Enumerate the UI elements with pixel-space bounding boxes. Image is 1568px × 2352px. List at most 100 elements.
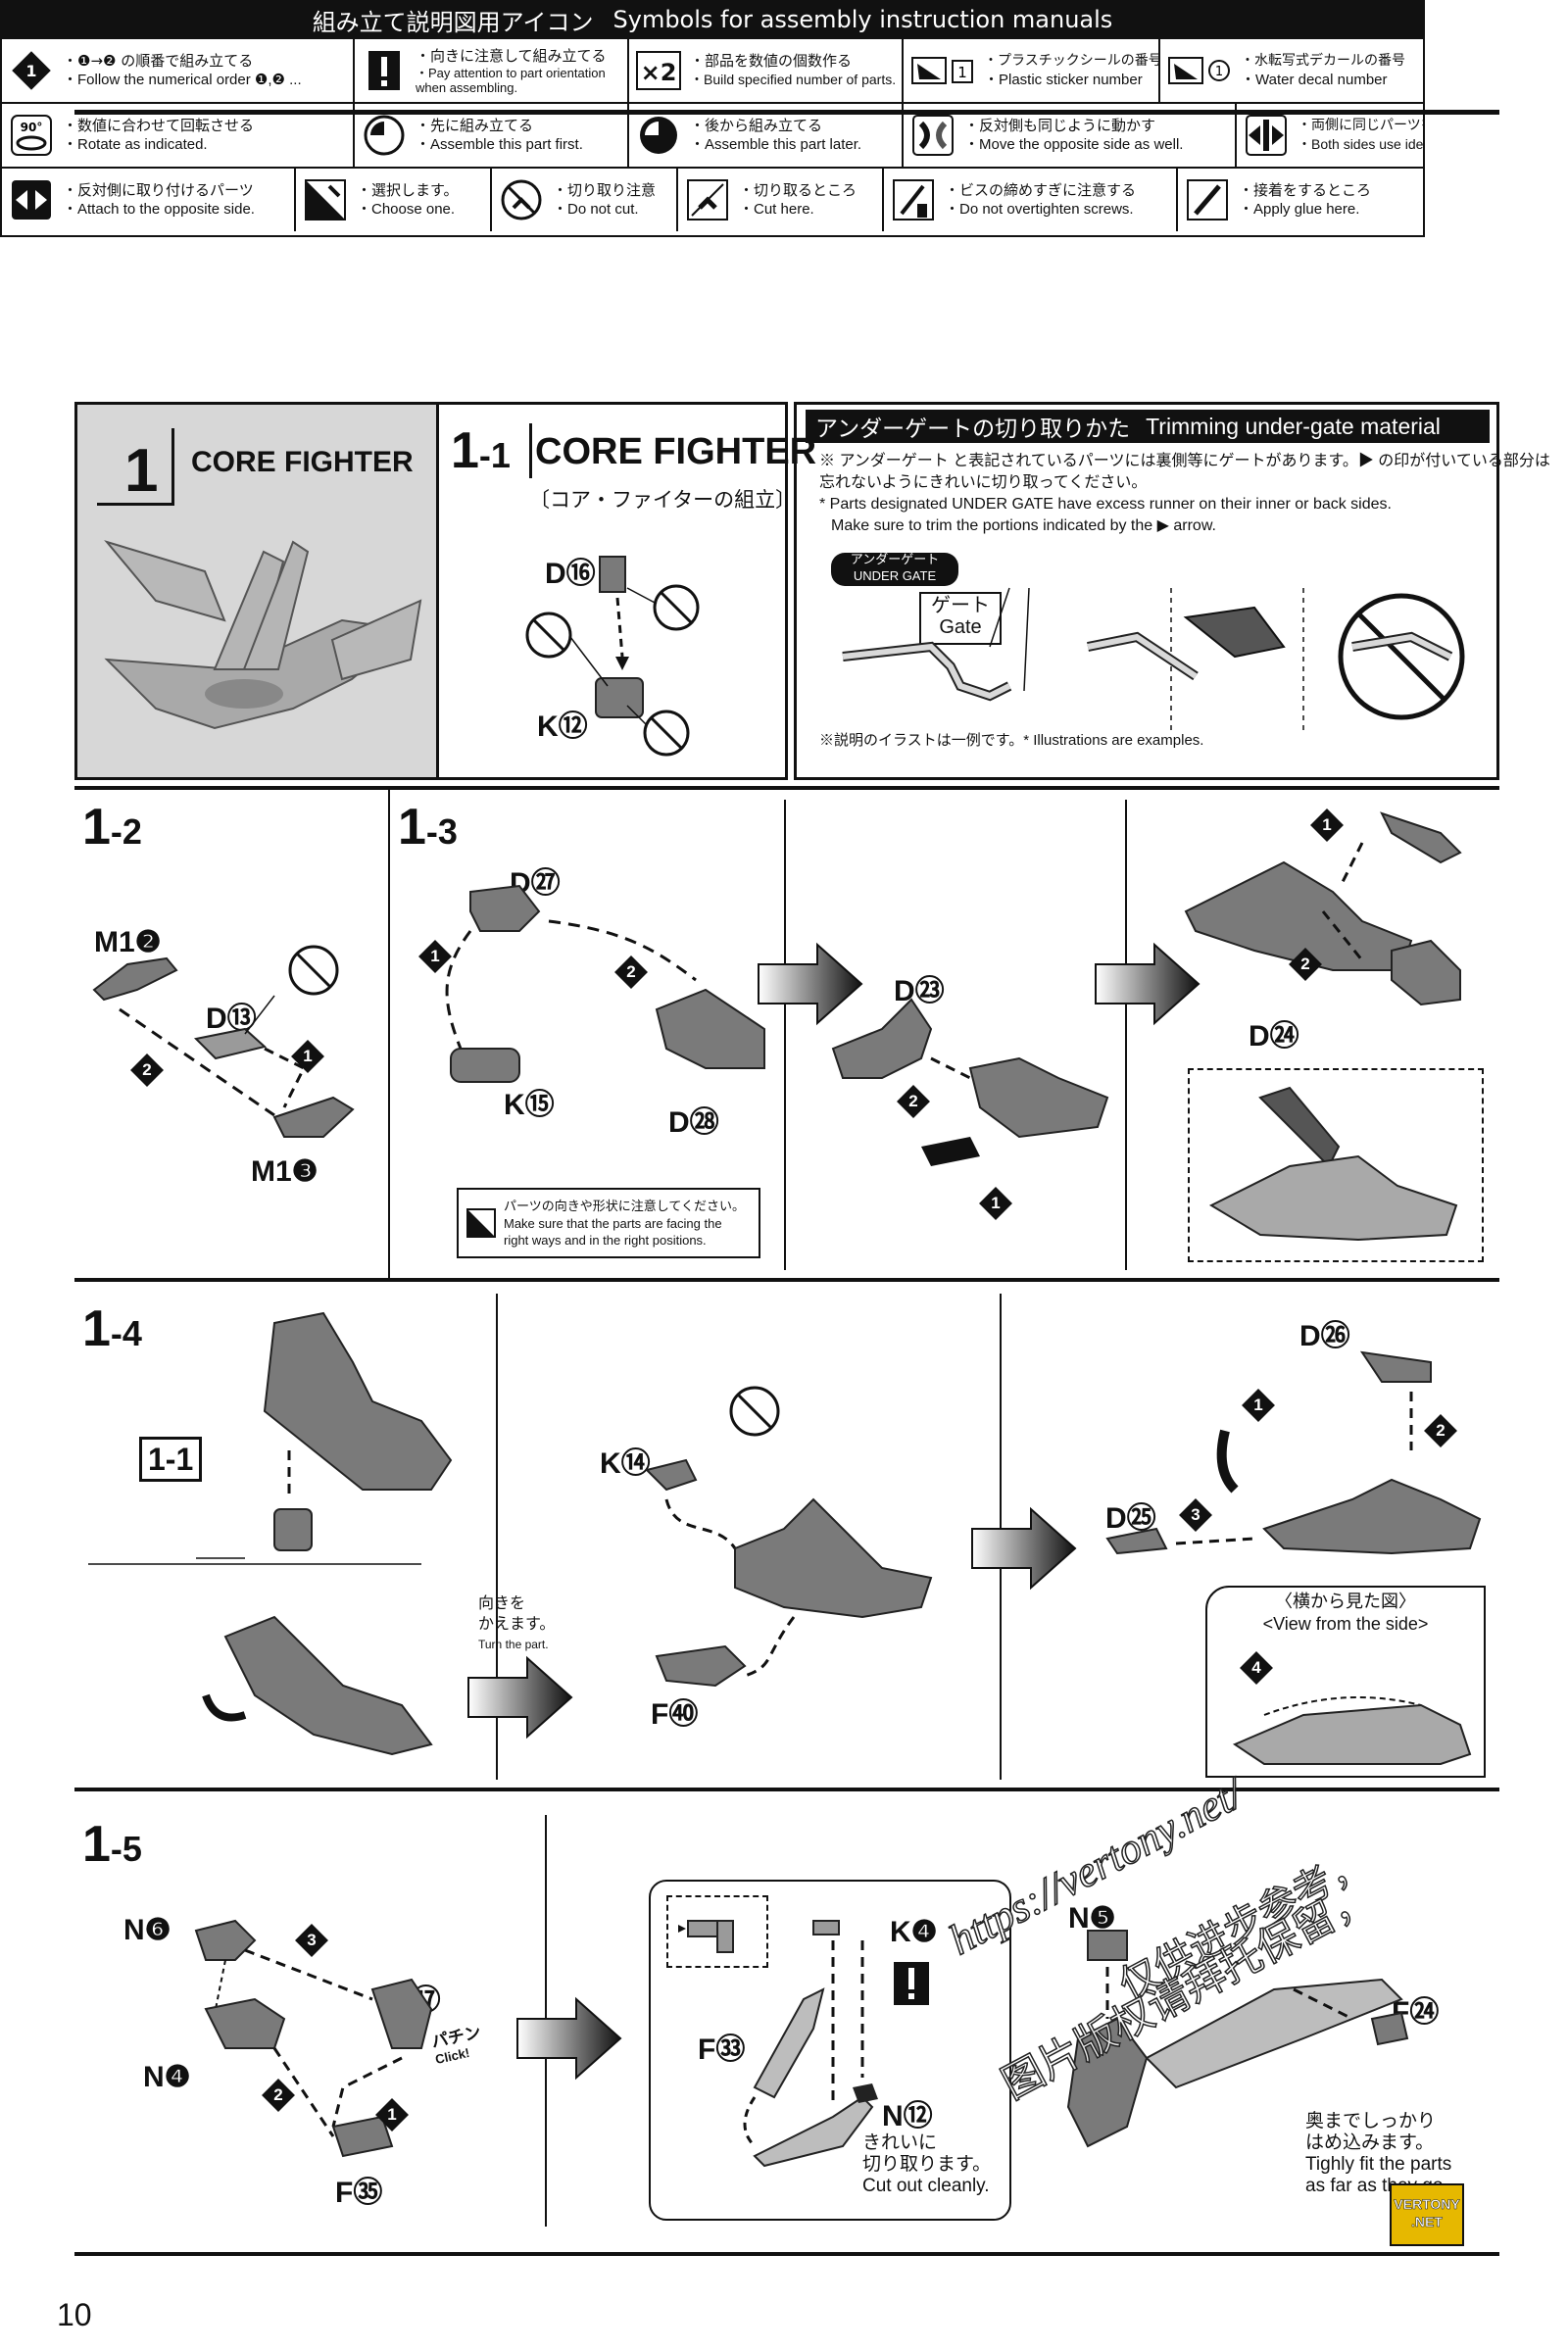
step1-number: 1 [124, 437, 159, 505]
svg-text:90°: 90° [21, 121, 43, 134]
side-view-box [1205, 1586, 1486, 1778]
step1-4-number: 1-4 [82, 1303, 142, 1359]
order-1-marker: 1 [419, 941, 451, 972]
symbol-cell: 1 ・❶→❷ の順番で組み立てる・Follow the numerical or… [2, 39, 355, 102]
part-m1-2: M1❷ [94, 926, 162, 958]
symbols-header: 組み立て説明図用アイコン Symbols for assembly instru… [2, 2, 1423, 37]
multiply-two-icon: ×2 [635, 47, 682, 94]
ref-1-1: 1-1 [139, 1437, 203, 1482]
symbol-cell: 1 ・水転写式デカールの番号・Water decal number [1160, 39, 1423, 102]
order-2-marker: 2 [898, 1086, 929, 1117]
part-d28: D㉘ [668, 1106, 719, 1139]
gate-callout: ゲート Gate [919, 592, 1002, 645]
detail-inset-illustration [1208, 1086, 1458, 1242]
svg-text:1: 1 [1215, 65, 1223, 79]
part-d23: D㉓ [894, 975, 945, 1007]
step1-4c-illustration [1105, 1350, 1482, 1555]
turn-jp2: かえます。 [478, 1616, 556, 1633]
symbol-cell: ・反対側に取り付けるパーツ・Attach to the opposite sid… [2, 169, 296, 231]
symbol-jp: ・プラスチックシールの番号 [984, 53, 1160, 69]
undergate-note-jp1: ※ アンダーゲート と表記されているパーツには裏側等にゲートがあります。▶ の印… [819, 453, 1550, 469]
undergate-badge: アンダーゲート UNDER GATE [831, 553, 958, 586]
page-number: 10 [57, 2297, 92, 2332]
step1-2-num: 1 [82, 799, 111, 856]
cut-en: Cut out cleanly. [862, 2176, 990, 2196]
cut-jp2: 切り取ります。 [862, 2154, 992, 2175]
tight-en1: Tighly fit the parts [1305, 2154, 1452, 2175]
order-1-marker: 1 [980, 1188, 1011, 1219]
symbol-en: ・Choose one. [357, 201, 456, 218]
part-n5: N❺ [1068, 1902, 1116, 1935]
undergate-box [794, 402, 1499, 780]
step1-5a-illustration [194, 1919, 433, 2158]
undergate-header: アンダーゲートの切り取りかた Trimming under-gate mater… [806, 410, 1490, 443]
symbol-en: ・Build specified number of parts. [690, 72, 897, 87]
step1-5c-illustration [1066, 1930, 1409, 2148]
rotate-90-icon: 90° [8, 112, 55, 159]
step1-5-number: 1-5 [82, 1819, 142, 1875]
symbol-jp: ・数値に合わせて回転させる [63, 117, 255, 134]
watermark-logo: VERTONY .NET [1390, 2183, 1464, 2246]
symbol-cell: ・選択します。・Choose one. [296, 169, 492, 231]
step1-3a-illustration [445, 884, 765, 1083]
part-f40: F㊵ [651, 1698, 699, 1731]
symbols-title-jp: 組み立て説明図用アイコン [312, 8, 594, 36]
step1-4a-illustration [88, 1311, 453, 1756]
part-n4: N❹ [143, 2061, 191, 2093]
symbol-en: ・Pay attention to part orientation when … [416, 65, 606, 95]
part-k14: K⑭ [600, 1447, 651, 1480]
symbol-en: ・Do not cut. [553, 201, 639, 218]
part-k4: K❹ [890, 1916, 938, 1948]
order-1-marker: 1 [1243, 1390, 1274, 1421]
symbol-cell: ・切り取り注意・Do not cut. [492, 169, 678, 231]
watermark-logo2: .NET [1411, 2214, 1443, 2230]
order-1-marker: 1 [292, 1041, 323, 1072]
turn-jp1: 向きを [478, 1595, 526, 1612]
detail-inset [1188, 1068, 1484, 1262]
symbol-cell: ・接着をするところ・Apply glue here. [1178, 169, 1423, 231]
undergate-illustrations [842, 587, 1465, 735]
part-n12: N⑫ [882, 2100, 933, 2132]
assemble-later-icon [635, 112, 682, 159]
side-view-en: <View from the side> [1262, 1614, 1429, 1634]
part-f33: F㉝ [698, 2034, 746, 2066]
order-3-marker: 3 [296, 1925, 327, 1956]
symbol-jp: ・反対側も同じように動かす [964, 117, 1156, 134]
order-2-marker: 2 [131, 1054, 163, 1086]
symbol-en: ・Both sides use identical parts. [1298, 136, 1423, 152]
step1-1-number: 1-1 [451, 425, 511, 481]
step1-1-num: 1 [451, 422, 479, 479]
inset-part-illustration [678, 1920, 734, 1953]
part-n6: N❻ [123, 1914, 172, 1946]
symbol-en: ・Apply glue here. [1239, 201, 1360, 218]
part-k12: K⑫ [537, 710, 588, 743]
symbols-table: 組み立て説明図用アイコン Symbols for assembly instru… [0, 0, 1425, 237]
turn-part-note: 向きを かえます。 Turn the part. [478, 1593, 555, 1655]
order-1-marker: 1 [376, 2099, 408, 2131]
part-d24: D㉔ [1249, 1020, 1299, 1053]
water-decal-icon: 1 [1166, 47, 1233, 94]
orientation-note: パーツの向きや形状に注意してください。 Make sure that the p… [457, 1188, 760, 1258]
symbol-cell: 90° ・数値に合わせて回転させる・Rotate as indicated. [2, 104, 355, 167]
divider-1-2 [388, 790, 390, 1278]
step1-3c-illustration [1184, 811, 1462, 1006]
symbol-en: ・Assemble this part first. [416, 136, 583, 153]
numbered-order-icon: 1 [8, 47, 55, 94]
order-3-marker: 3 [1180, 1499, 1211, 1531]
symbol-en: ・Follow the numerical order ❶,❷ ... [63, 72, 302, 88]
symbol-en: ・Move the opposite side as well. [964, 136, 1184, 153]
divider-1-3b [1125, 800, 1127, 1270]
step1-5-num: 1 [82, 1816, 111, 1873]
side-view-jp: 〈横から見た図〉 [1275, 1592, 1416, 1612]
cut-jp1: きれいに [862, 2132, 938, 2153]
cut-here-icon [684, 176, 731, 223]
step1-1-sub: -1 [478, 435, 511, 475]
step1-4b-illustration [645, 1386, 933, 1688]
bottom-rule [74, 2252, 1499, 2256]
rule-3 [74, 1788, 1499, 1791]
part-m1-3: M1❸ [251, 1155, 318, 1188]
symbol-cell: ・先に組み立てる・Assemble this part first. [355, 104, 629, 167]
step1-2-number: 1-2 [82, 802, 142, 858]
top-rule [74, 110, 1499, 115]
symbol-en: ・Assemble this part later. [690, 136, 862, 153]
